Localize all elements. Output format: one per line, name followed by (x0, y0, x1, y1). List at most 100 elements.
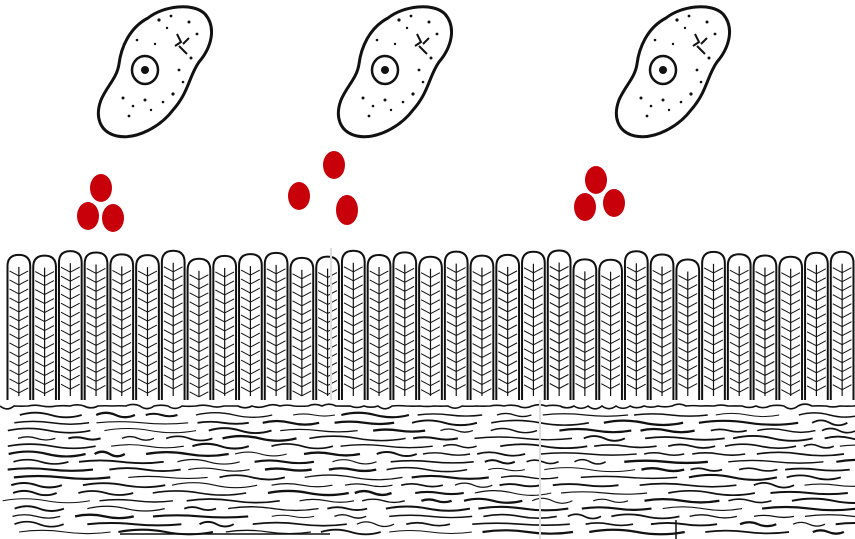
connective-fiber (421, 499, 451, 502)
connective-fiber (20, 413, 82, 418)
connective-fiber (840, 445, 855, 447)
connective-fiber (483, 515, 556, 519)
villus (522, 252, 545, 400)
connective-fiber (377, 452, 417, 456)
red-dot (574, 193, 596, 221)
connective-fiber (15, 506, 64, 511)
connective-fiber (253, 523, 347, 526)
villus (676, 260, 699, 400)
connective-fiber (357, 522, 394, 527)
connective-fiber (423, 453, 470, 455)
villus (342, 251, 365, 400)
connective-fiber (474, 437, 572, 440)
connective-fiber (8, 428, 91, 432)
connective-fiber (255, 460, 314, 463)
connective-fiber (327, 507, 367, 510)
villus (291, 258, 314, 400)
connective-fiber (272, 484, 333, 487)
connective-fiber (128, 476, 207, 478)
villus (728, 254, 751, 400)
villus (419, 257, 442, 400)
connective-fiber (754, 483, 794, 488)
connective-fiber (581, 476, 677, 478)
connective-fiber (689, 475, 777, 480)
villus (831, 252, 854, 400)
connective-fiber (488, 468, 525, 470)
connective-fiber (329, 468, 376, 471)
connective-fiber (413, 437, 458, 439)
villi-layer (0, 251, 855, 409)
connective-fiber (500, 444, 587, 448)
red-dot (90, 174, 112, 202)
connective-fiber (362, 499, 405, 502)
connective-fiber (527, 460, 559, 463)
connective-fiber (9, 452, 86, 457)
connective-fiber (87, 506, 164, 511)
villus (496, 255, 519, 400)
villus (471, 256, 494, 400)
connective-fiber (611, 514, 679, 518)
connective-fiber (122, 437, 154, 441)
connective-fiber (100, 500, 173, 502)
connective-fiber (544, 468, 635, 472)
connective-fiber (263, 421, 319, 425)
red-dot (77, 202, 99, 230)
red-dot (336, 195, 358, 225)
connective-fiber (836, 523, 855, 525)
connective-fiber (187, 499, 280, 503)
connective-fiber (728, 499, 771, 503)
connective-fiber (235, 452, 287, 456)
connective-fiber (293, 414, 335, 416)
connective-fiber (345, 484, 393, 487)
connective-fiber (389, 515, 472, 517)
connective-fiber (418, 414, 483, 416)
connective-fiber (787, 475, 841, 479)
connective-fiber (568, 514, 601, 518)
connective-fiber (8, 444, 96, 448)
connective-fiber (3, 499, 90, 503)
connective-fiber (200, 522, 234, 527)
connective-fiber (109, 468, 180, 471)
connective-fiber (18, 437, 55, 440)
connective-fiber (593, 499, 628, 502)
connective-fiber (716, 413, 779, 416)
connective-fiber (226, 530, 311, 533)
connective-fiber (401, 484, 443, 487)
connective-fiber (754, 515, 794, 517)
connective-fiber (668, 444, 715, 448)
connective-fiber (641, 468, 684, 471)
amoeba-right (616, 7, 729, 137)
connective-fiber (196, 413, 272, 418)
connective-fiber (95, 452, 125, 457)
red-dots-left (77, 174, 124, 232)
connective-fiber (692, 453, 745, 455)
connective-fiber (198, 422, 249, 424)
connective-fiber (75, 515, 134, 518)
connective-fiber (12, 515, 60, 518)
connective-fiber (640, 484, 737, 487)
connective-fiber (389, 530, 472, 533)
connective-fiber (584, 436, 625, 441)
connective-fiber (822, 428, 855, 432)
connective-fiber (733, 436, 813, 441)
connective-fiber (14, 476, 110, 479)
organism-group (98, 7, 729, 137)
connective-fiber (651, 523, 717, 526)
villus (33, 256, 56, 400)
connective-fiber (663, 507, 742, 511)
villus (368, 255, 391, 400)
red-dot (102, 204, 124, 232)
connective-fiber (265, 469, 312, 471)
red-dot (603, 189, 625, 217)
villus (754, 256, 777, 400)
connective-fiber (757, 452, 844, 455)
connective-fiber (757, 429, 815, 433)
villus (574, 259, 597, 400)
connective-fiber (645, 437, 725, 440)
red-dot (323, 151, 345, 179)
connective-fiber (532, 498, 572, 503)
connective-fiber (209, 428, 272, 433)
amoeba-left (98, 7, 211, 137)
particle-group (77, 151, 625, 232)
connective-fiber (341, 445, 433, 448)
